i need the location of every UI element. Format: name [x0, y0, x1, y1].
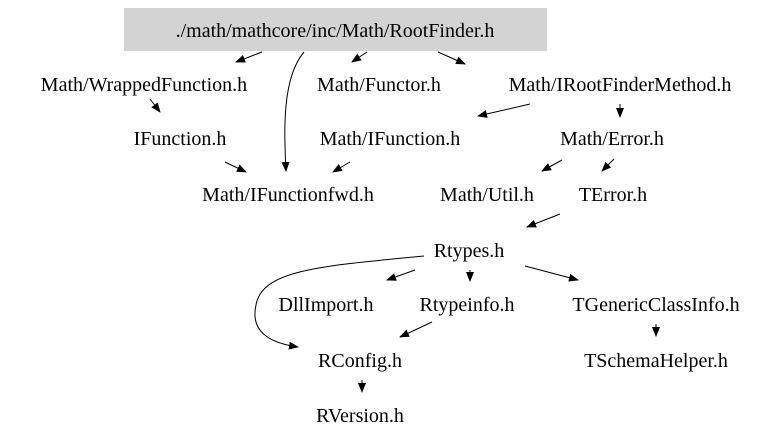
edge-rtypeinfo-rconfig [399, 321, 433, 338]
edge-irfm-mifunc [477, 103, 531, 118]
edge-ifunc-ifwd [224, 161, 247, 173]
edge-wrapped-ifunc [149, 98, 161, 113]
node-root[interactable]: ./math/mathcore/inc/Math/RootFinder.h [176, 20, 495, 42]
node-functor[interactable]: Math/Functor.h [317, 74, 441, 96]
edge-mifunc-ifwd [332, 161, 351, 173]
edge-rtypes-tgci [524, 265, 579, 282]
node-rtypes[interactable]: Rtypes.h [434, 240, 505, 262]
node-rconfig[interactable]: RConfig.h [318, 350, 402, 372]
node-terror[interactable]: TError.h [579, 184, 647, 206]
edge-merror-mutil [541, 159, 563, 172]
node-tschema-helper[interactable]: TSchemaHelper.h [584, 350, 728, 372]
node-math-util[interactable]: Math/Util.h [440, 184, 534, 206]
nodes: ./math/mathcore/inc/Math/RootFinder.h Ma… [41, 8, 740, 427]
node-iroot-finder-method[interactable]: Math/IRootFinderMethod.h [509, 74, 732, 96]
edge-root-irfm [437, 51, 466, 65]
node-math-error[interactable]: Math/Error.h [560, 128, 664, 150]
edge-merror-terror [601, 158, 615, 172]
node-rversion[interactable]: RVersion.h [316, 405, 404, 427]
edge-root-ifwd [281, 51, 305, 172]
node-ifunction[interactable]: IFunction.h [134, 128, 227, 150]
edge-root-wrapped [235, 51, 263, 63]
node-rtypeinfo[interactable]: Rtypeinfo.h [420, 294, 515, 316]
edge-rtypes-rconfig [254, 255, 425, 350]
root-node-box [124, 8, 547, 51]
node-tgeneric-class-info[interactable]: TGenericClassInfo.h [572, 294, 739, 316]
node-math-ifunction[interactable]: Math/IFunction.h [320, 128, 461, 150]
node-ifunctionfwd[interactable]: Math/IFunctionfwd.h [202, 184, 374, 206]
node-dllimport[interactable]: DllImport.h [279, 294, 374, 316]
edge-terror-rtypes [526, 213, 561, 228]
edges [149, 51, 660, 393]
node-wrapped-function[interactable]: Math/WrappedFunction.h [41, 74, 247, 96]
edge-rtypes-dllimport [386, 269, 416, 281]
edge-root-functor [351, 51, 368, 63]
